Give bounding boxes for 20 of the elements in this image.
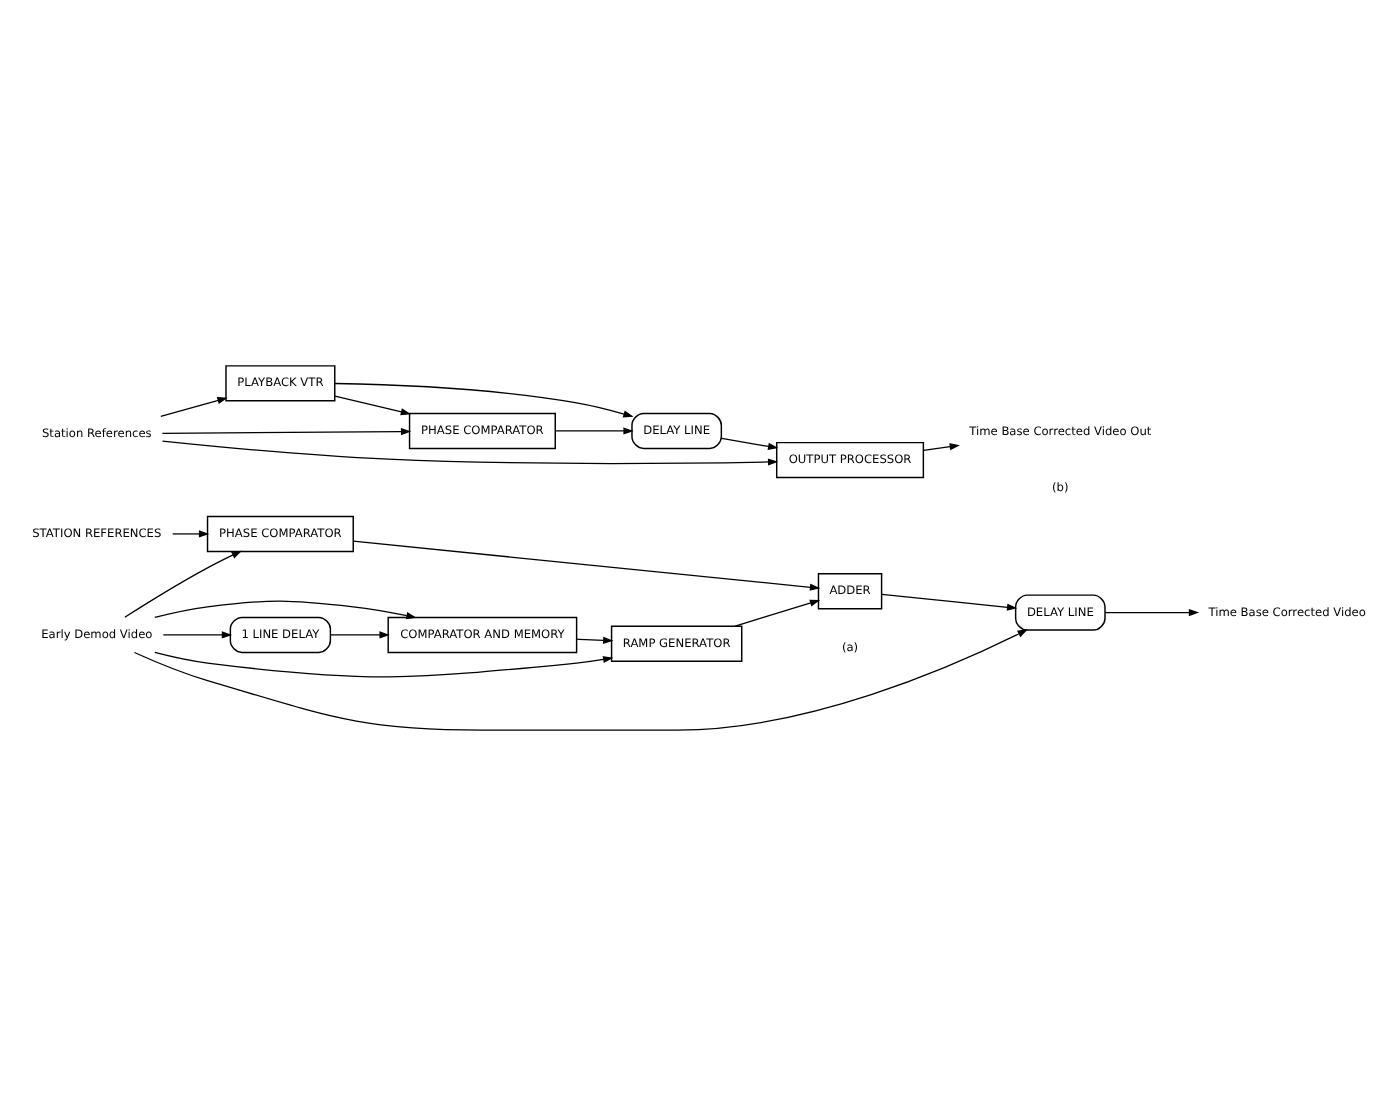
arrow	[881, 592, 1018, 610]
arrow	[161, 439, 779, 465]
arrow	[554, 426, 634, 434]
arrow	[172, 529, 210, 537]
arrow	[160, 396, 228, 416]
arrow	[922, 442, 960, 450]
arrow	[161, 426, 412, 435]
arrow	[329, 630, 390, 638]
arrow	[576, 635, 614, 643]
arrow	[721, 436, 779, 449]
arrow	[154, 650, 614, 677]
arrow	[334, 381, 634, 417]
arrow	[334, 394, 412, 415]
arrow	[133, 628, 1028, 730]
arrow	[734, 598, 821, 626]
arrow	[154, 599, 417, 619]
arrow	[162, 630, 233, 638]
arrow	[1104, 608, 1200, 616]
arrow	[352, 539, 821, 590]
arrow	[124, 549, 242, 617]
